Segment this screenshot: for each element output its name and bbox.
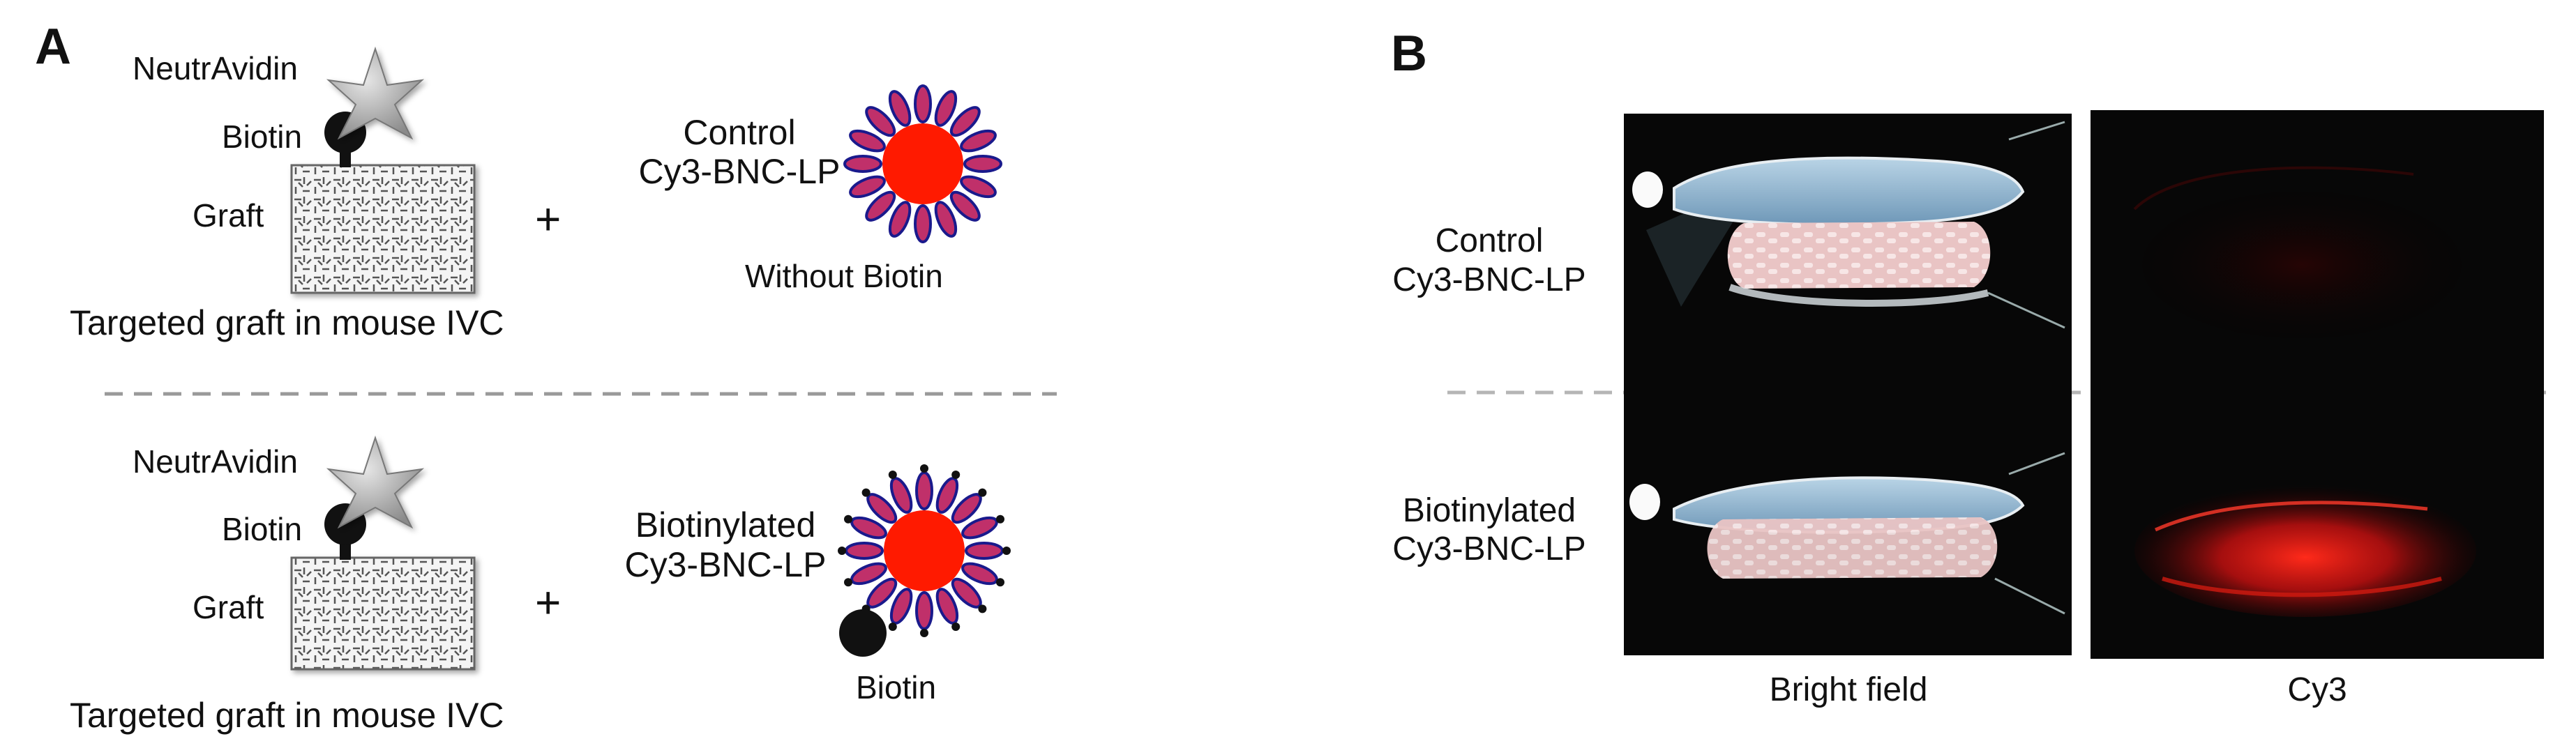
biotin-dot (861, 488, 871, 497)
ligand-petal (914, 204, 932, 243)
neutravidin-label: NeutrAvidin (133, 443, 298, 480)
photo-brightfield-biotinylated (1624, 392, 2072, 655)
neutravidin-label: NeutrAvidin (133, 50, 298, 86)
particle-note: Biotin (856, 669, 937, 706)
plus-sign: + (535, 194, 562, 244)
ligand-petal (963, 155, 1002, 173)
column-label-brightfield: Bright field (1769, 671, 1928, 708)
biotin-label: Biotin (222, 119, 303, 155)
ligand-petal (865, 106, 896, 137)
row-label-control-line1: Control (1435, 222, 1544, 259)
particle-name-line1: Control (683, 113, 796, 152)
ligand-petal (888, 201, 912, 238)
graft-caption: Targeted graft in mouse IVC (70, 303, 504, 342)
particle-name-line1: Biotinylated (635, 505, 816, 544)
ligand-petal (960, 129, 997, 153)
biotin-dot (951, 623, 961, 631)
liposome-control-icon (843, 84, 1002, 243)
liposome-biotinylated-icon (838, 464, 1011, 637)
photo-brightfield-control (1624, 114, 2072, 392)
ligand-petal (914, 84, 932, 123)
biotin-dot (888, 471, 897, 479)
biotin-dot (978, 604, 987, 613)
biotin-dot (996, 514, 1004, 524)
liposome-core (884, 510, 965, 591)
ligand-petal (849, 175, 886, 199)
biotin-dot (888, 623, 897, 631)
biotin-dot (951, 471, 961, 479)
row-label-biotinylated-line2: Cy3-BNC-LP (1392, 531, 1586, 567)
biotin-dot (920, 629, 928, 637)
plus-sign: + (535, 577, 562, 627)
photo-cy3-control (2091, 110, 2544, 392)
biotin-dot (838, 547, 846, 555)
particle-name-line2: Cy3-BNC-LP (624, 545, 827, 584)
biotin-dot (920, 464, 928, 473)
graft-caption: Targeted graft in mouse IVC (70, 696, 504, 735)
particle-note: Without Biotin (745, 258, 943, 294)
liposome-core (882, 123, 963, 204)
ligand-petal (865, 190, 896, 222)
panel-label-a: A (35, 19, 71, 75)
particle-name-line2: Cy3-BNC-LP (638, 152, 841, 191)
graft-label: Graft (193, 197, 264, 234)
ligand-petal (888, 90, 912, 127)
ligand-petal (934, 90, 958, 127)
panel-label-b: B (1391, 26, 1427, 82)
biotin-dot (1002, 547, 1011, 555)
biotin-stem-icon (340, 540, 351, 560)
column-label-cy3: Cy3 (2287, 671, 2347, 708)
row-label-biotinylated-line1: Biotinylated (1402, 492, 1576, 529)
ligand-petal (960, 175, 997, 199)
ligand-petal (915, 591, 933, 630)
ligand-petal (949, 106, 981, 137)
neutravidin-star-icon (326, 435, 425, 529)
biotin-dot (996, 578, 1004, 587)
row-label-control-line2: Cy3-BNC-LP (1392, 261, 1586, 298)
photo-cy3-biotinylated (2091, 392, 2544, 659)
ligand-petal (849, 129, 886, 153)
ligand-petal (934, 201, 958, 238)
graft-assembly-top (290, 46, 476, 294)
graft-assembly-bottom (290, 435, 476, 671)
biotin-large-icon (839, 609, 887, 657)
ligand-petal (915, 471, 933, 510)
neutravidin-star-icon (326, 46, 425, 140)
graft-label: Graft (193, 589, 264, 625)
ligand-petal (845, 542, 884, 560)
ligand-petal (965, 542, 1004, 560)
graft-block-icon (290, 556, 476, 671)
biotin-dot (844, 578, 852, 587)
biotin-dot (844, 514, 852, 524)
biotin-label: Biotin (222, 511, 303, 547)
biotin-dot (978, 488, 987, 497)
ligand-petal (843, 155, 882, 173)
ligand-petal (949, 190, 981, 222)
graft-block-icon (290, 164, 476, 294)
